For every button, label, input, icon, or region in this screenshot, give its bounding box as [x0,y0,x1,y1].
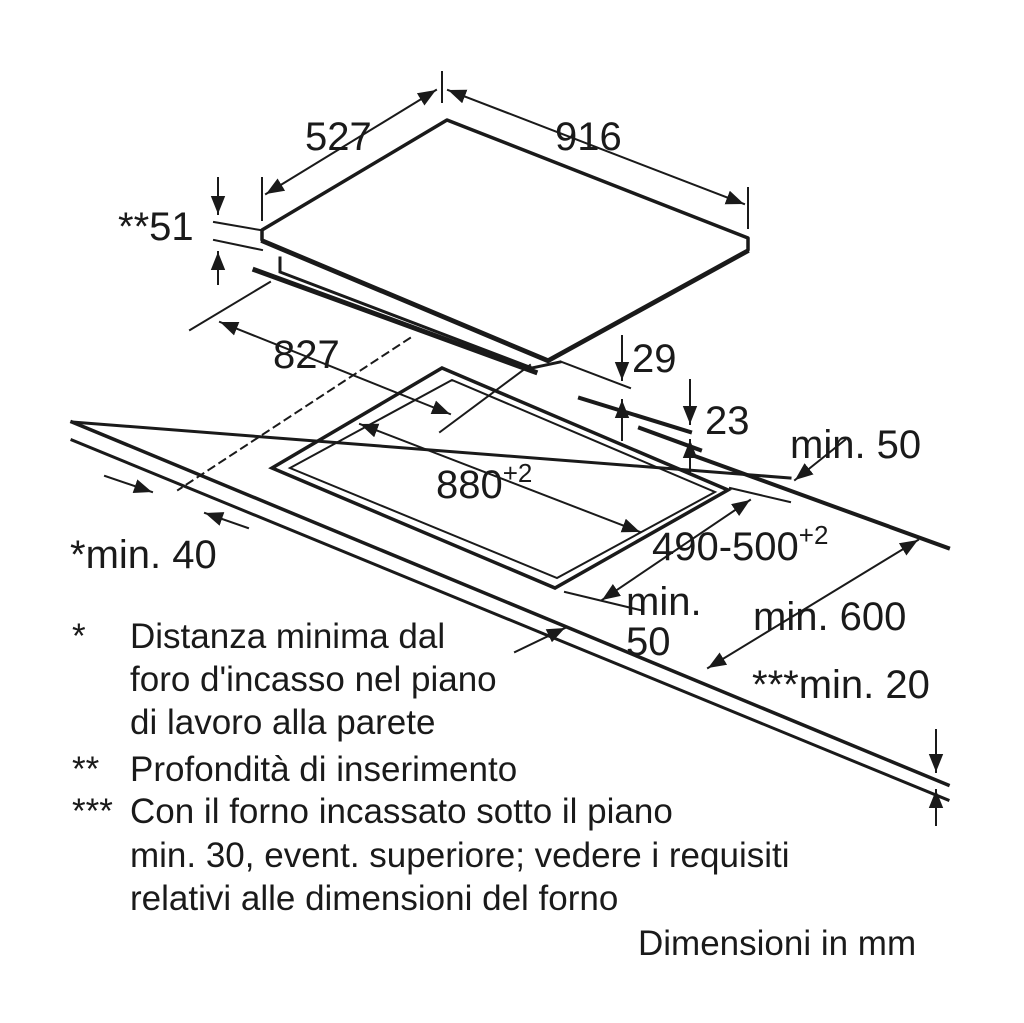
dim-51-label: **51 [118,205,194,249]
dimension-490-500-line [563,486,792,612]
note-1-line-1: Distanza minima dal [130,617,446,656]
dimension-527-line [261,71,443,221]
dim-min20-label: ***min. 20 [752,663,930,707]
dim-527-label: 527 [305,115,372,159]
dim-490-500-label: 490-500+2 [652,520,828,569]
note-1-line-3: di lavoro alla parete [130,703,436,742]
dimension-880-line [358,422,642,534]
dimension-min50-front-line [513,626,567,654]
dimension-51-line [210,177,264,285]
dim-29-label: 29 [632,337,677,381]
dim-23-label: 23 [705,399,750,443]
note-2-line-1: Profondità di inserimento [130,750,518,789]
dimension-916-line [446,88,749,229]
dimension-min40-line [103,474,250,530]
note-3-mark: *** [72,792,113,831]
dim-min40-label: *min. 40 [70,533,217,577]
dimension-827-line [188,280,532,434]
dimension-min50-right-line [793,438,847,482]
dim-490-500-value: 490-500 [652,525,799,569]
note-3-line-2: min. 30, event. superiore; vedere i requ… [130,836,790,875]
note-1-mark: * [72,617,86,656]
note-3-line-1: Con il forno incassato sotto il piano [130,792,673,831]
note-2-mark: ** [72,750,100,789]
dim-880-label: 880+2 [436,458,532,507]
dimension-23-line [577,379,703,473]
dim-880-value: 880 [436,463,503,507]
dim-min-front-label-1: min. [626,580,702,624]
dim-min-front-label-2: 50 [626,620,671,664]
dimension-min600-line [706,538,920,670]
dim-min600-label: min. 600 [753,595,906,639]
units-caption: Dimensioni in mm [638,924,917,963]
dim-916-label: 916 [555,115,622,159]
dim-880-tolerance: +2 [503,458,533,488]
note-3-line-3: relativi alle dimensioni del forno [130,879,619,918]
dim-827-label: 827 [273,333,340,377]
note-1-line-2: foro d'incasso nel piano [130,660,497,699]
dim-min50-right-label: min. 50 [790,423,921,467]
cooktop [251,118,750,376]
dim-490-500-tolerance: +2 [799,520,829,550]
